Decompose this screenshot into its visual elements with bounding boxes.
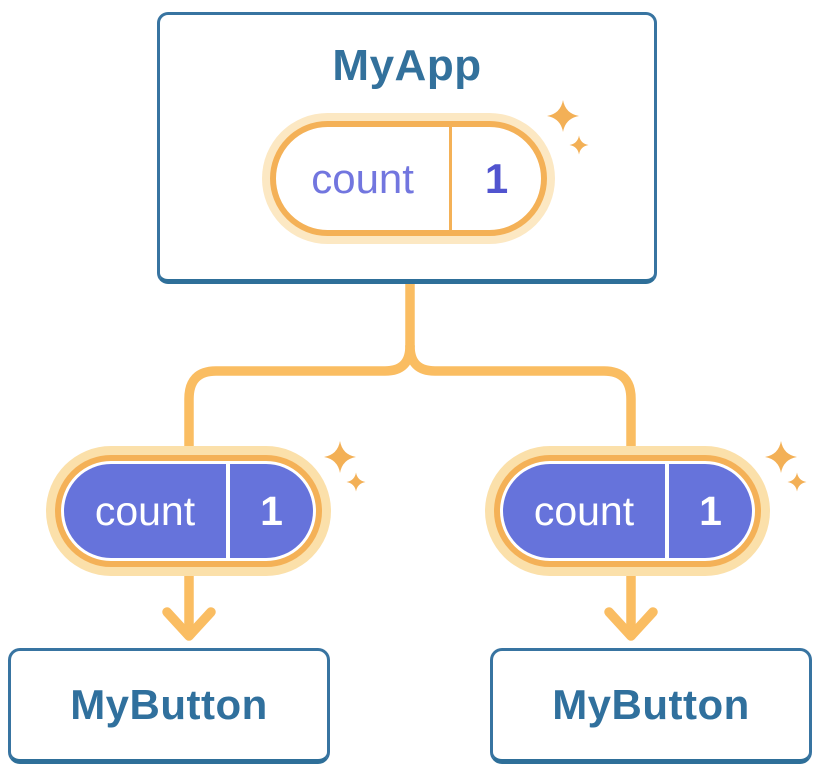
state-pill-body: count 1 <box>503 464 752 558</box>
state-value: 1 <box>260 487 283 534</box>
child-component-card: MyButton <box>490 648 812 764</box>
arrow-down-icon <box>162 607 216 641</box>
state-pill-body: count 1 <box>64 464 313 558</box>
component-title: MyButton <box>552 681 750 728</box>
state-value: 1 <box>699 487 722 534</box>
child-component-card: MyButton <box>8 648 330 764</box>
connector-branch-left <box>184 341 415 635</box>
connector-branch-right <box>405 341 636 635</box>
state-pill-ring: count 1 <box>494 455 761 567</box>
component-title: MyButton <box>70 681 268 728</box>
component-title: MyApp <box>332 41 482 90</box>
arrow-down-icon <box>604 607 658 641</box>
state-name: count <box>311 154 414 202</box>
pill-divider <box>449 127 453 230</box>
state-value: 1 <box>484 154 509 202</box>
state-name: count <box>533 487 635 534</box>
state-pill: count 1 <box>262 113 555 244</box>
pill-divider <box>225 464 230 558</box>
state-name: count <box>94 487 196 534</box>
state-pill-ring: count 1 <box>55 455 322 567</box>
state-pill: count 1 <box>46 446 331 576</box>
state-pill: count 1 <box>485 446 770 576</box>
state-pill-body: count 1 <box>270 121 547 236</box>
pill-divider <box>664 464 669 558</box>
